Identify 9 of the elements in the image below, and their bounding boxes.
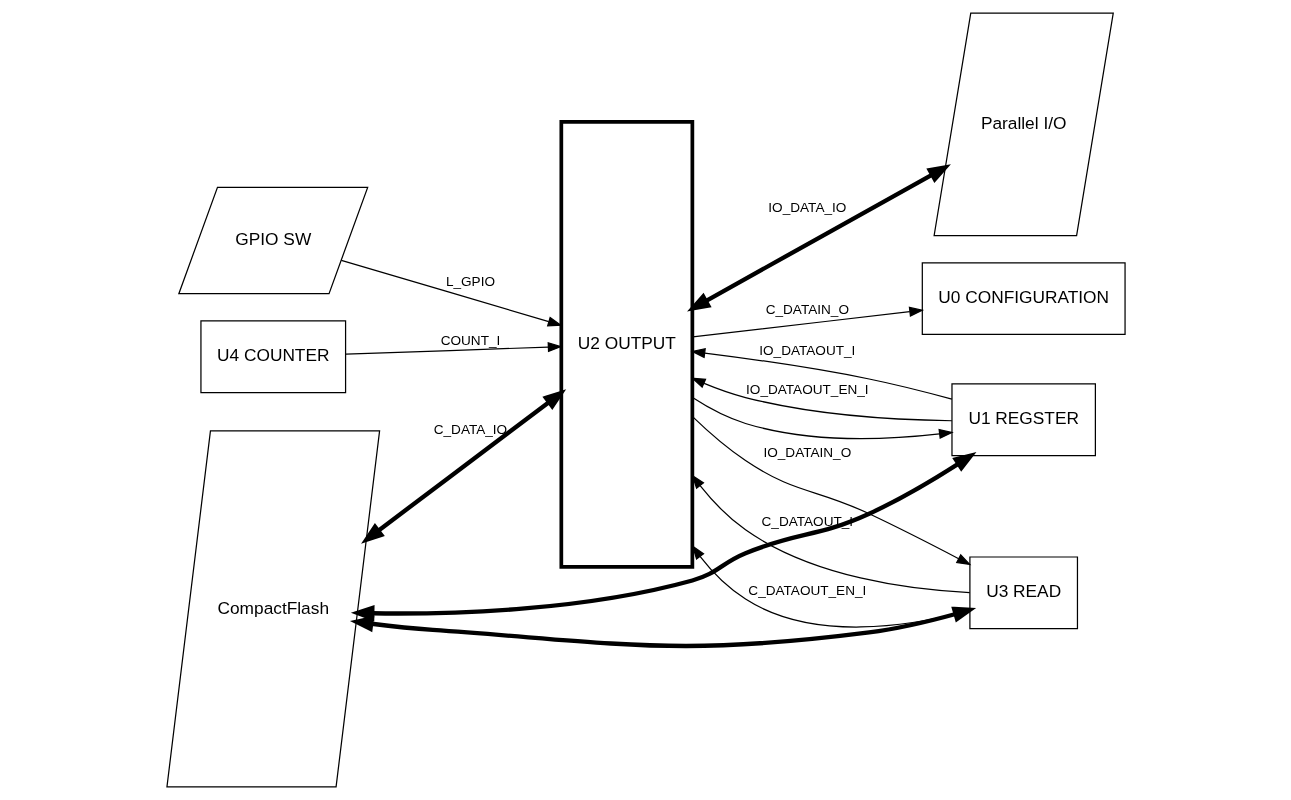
edge-label: C_DATAIN_O: [765, 302, 849, 318]
edge-label: COUNT_I: [440, 333, 500, 349]
edge-label: IO_DATAOUT_EN_I: [745, 381, 869, 397]
edge-label: C_DATA_IO: [433, 422, 507, 438]
edge-label: L_GPIO: [445, 274, 495, 290]
edge-label: C_DATAOUT_EN_I: [747, 583, 866, 599]
edge-label: IO_DATA_IO: [767, 199, 846, 215]
edge-label: IO_DATAIN_O: [762, 444, 851, 460]
edge-label: IO_DATAOUT_I: [758, 343, 855, 359]
